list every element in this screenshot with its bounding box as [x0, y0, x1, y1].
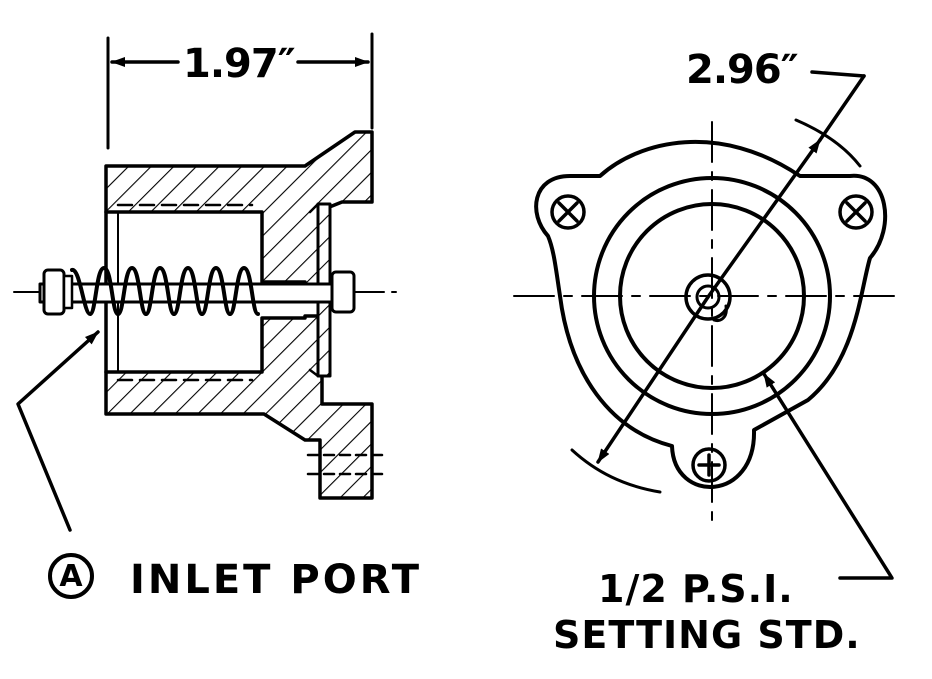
screw-icon: [838, 194, 874, 230]
dimension-arc-top: [794, 118, 862, 168]
length-dimension-label: 1.97″: [183, 41, 296, 87]
inlet-leader: [16, 330, 100, 532]
screw-icon: [691, 447, 727, 483]
stem-nut-right: [330, 270, 356, 314]
callout-marker-a: A: [48, 553, 94, 599]
flange-outline: [534, 139, 888, 489]
diameter-line-up: [706, 138, 822, 299]
setting-leader: [762, 372, 894, 580]
housing-lower-wall: [104, 314, 374, 500]
setting-label-line2: SETTING STD.: [553, 613, 861, 657]
housing-upper-wall: [104, 130, 374, 290]
dimension-arc-bottom: [570, 448, 662, 494]
diameter-line-down: [596, 295, 710, 464]
section-view: [13, 32, 397, 532]
stem-nut-left: [42, 268, 66, 316]
diameter-dimension-label: 2.96″: [686, 47, 799, 93]
screw-icon: [550, 194, 586, 230]
front-view: [513, 70, 905, 580]
inlet-port-label: INLET PORT: [130, 557, 422, 603]
spring: [70, 266, 260, 316]
setting-label-line1: 1/2 P.S.I.: [598, 567, 794, 611]
